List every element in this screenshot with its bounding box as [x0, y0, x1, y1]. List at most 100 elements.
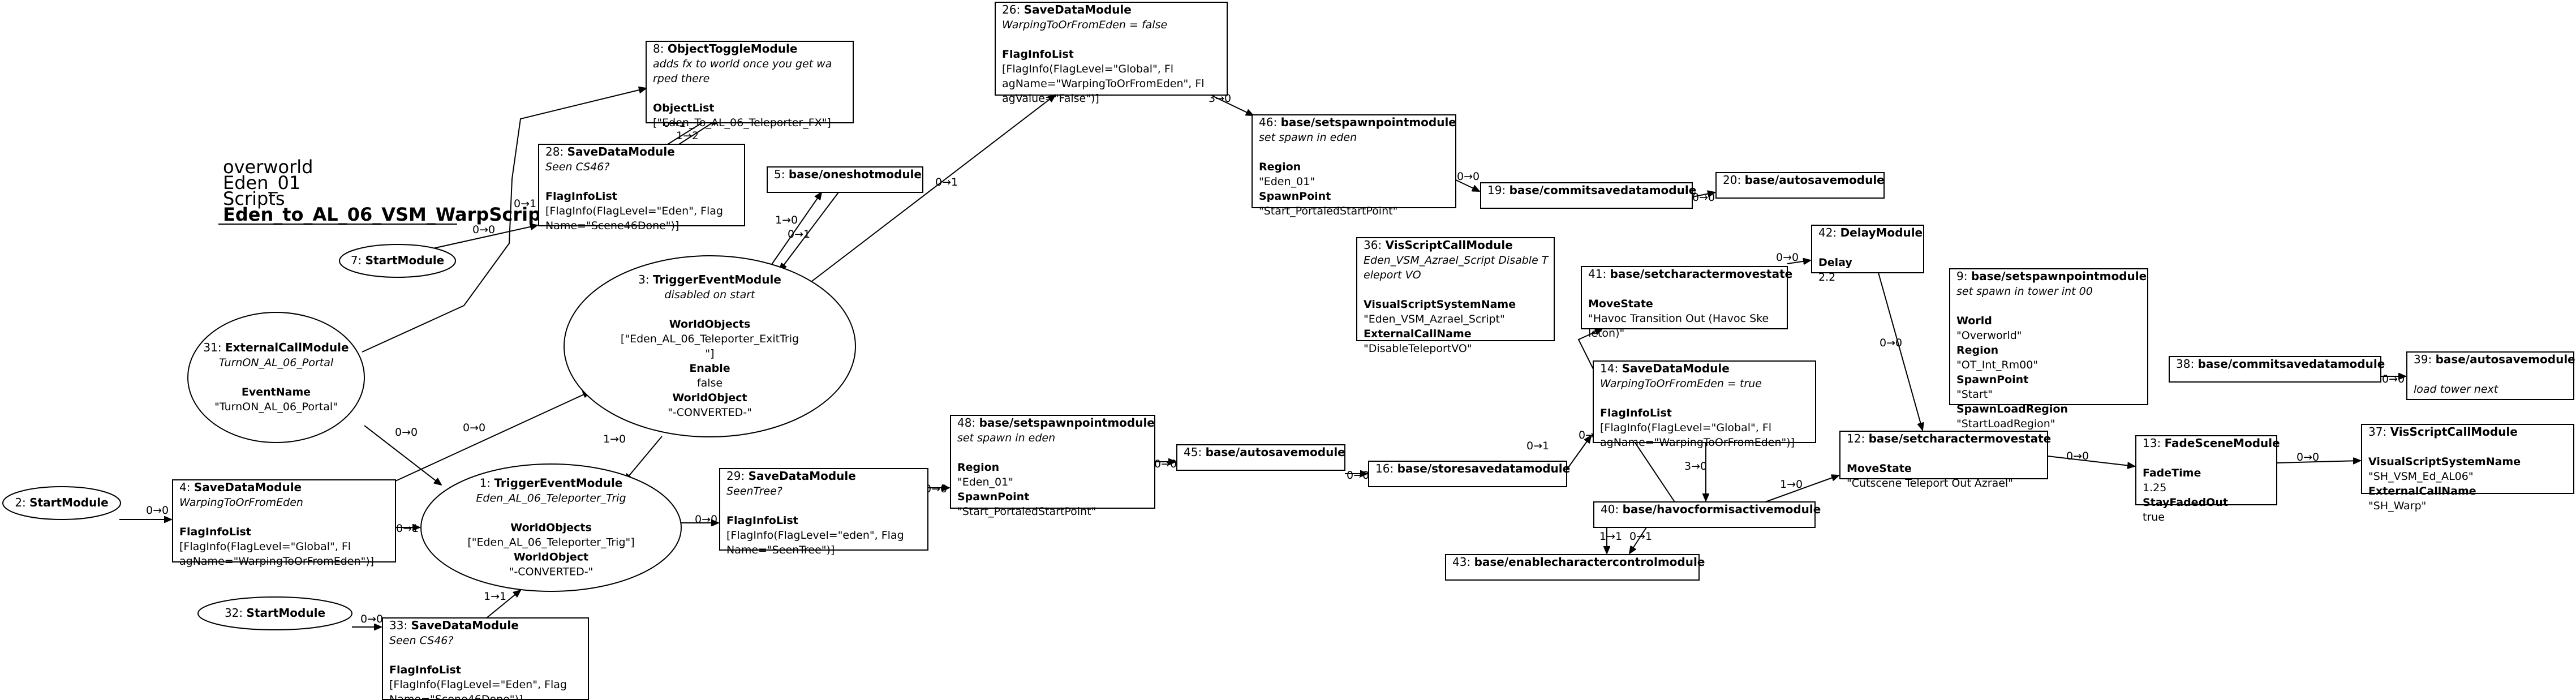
node-20[interactable]: 20: base/autosavemodule [1715, 172, 1885, 199]
node-41[interactable]: 41: base/setcharactermovestateMoveState … [1581, 266, 1792, 340]
node-19[interactable]: 19: base/commitsavedatamodule [1480, 182, 1696, 209]
node-box [2406, 351, 2574, 400]
edge-port-label: 0→0 [146, 504, 169, 517]
node-detail-line: agName="WarpingToOrFromEden")] [179, 555, 374, 568]
edge-n40-n43: 0→1 [1629, 527, 1652, 553]
header-line-overworld: overworld [223, 156, 313, 178]
node-number-separator: : [1615, 503, 1622, 516]
node-detail-line: true [2143, 511, 2165, 523]
edge-port-label: 0→0 [1880, 337, 1902, 349]
node-detail-line: FlagInfoList [726, 514, 798, 527]
node-31[interactable]: 31: ExternalCallModuleTurnON_AL_06_Porta… [187, 312, 365, 443]
node-detail-line: ObjectList [653, 102, 715, 114]
node-number: 42 [1818, 226, 1833, 239]
node-detail-line: "SH_Warp" [2368, 500, 2426, 512]
node-detail-line: FadeTime [2143, 467, 2201, 479]
node-12[interactable]: 12: base/setcharactermovestateMoveState … [1839, 431, 2052, 489]
edge-n42-n12: 0→0 [1878, 272, 1923, 430]
node-38[interactable]: 38: base/commitsavedatamodule [2169, 356, 2385, 383]
edge-port-label: 0→0 [1776, 251, 1799, 264]
node-number: 1 [480, 476, 487, 490]
node-detail-line: eleport VO [1364, 269, 1421, 281]
node-detail-line: SpawnPoint [1259, 190, 1331, 203]
node-heading: 41: base/setcharactermovestate [1588, 267, 1792, 281]
node-type-name: FadeSceneModule [2165, 436, 2280, 450]
node-number-separator: : [741, 469, 748, 483]
node-43[interactable]: 43: base/enablecharactercontrolmodule [1445, 554, 1705, 581]
node-type-name: base/oneshotmodule [789, 168, 922, 181]
node-detail-line: "SH_VSM_Ed_AL06" [2368, 470, 2474, 483]
node-type-name: base/storesavedatamodule [1397, 462, 1571, 475]
edge-port-label: 1→0 [603, 433, 626, 445]
node-detail-line: Name="Scene46Done")] [545, 220, 679, 232]
node-detail-line: MoveState [1588, 298, 1653, 310]
node-detail-line: FlagInfoList [1600, 407, 1672, 419]
node-45[interactable]: 45: base/autosavemodule [1176, 444, 1345, 471]
node-type-name: SaveDataModule [1622, 362, 1730, 375]
node-number-separator: : [1614, 362, 1622, 375]
node-heading: 40: base/havocformisactivemodule [1601, 503, 1821, 516]
node-detail-line: StayFadedOut [2143, 496, 2228, 509]
node-16[interactable]: 16: base/storesavedatamodule [1368, 461, 1571, 487]
node-1[interactable]: 1: TriggerEventModuleEden_AL_06_Teleport… [420, 463, 682, 592]
node-box [1593, 360, 1816, 443]
node-type-name: base/setcharactermovestate [1869, 432, 2052, 445]
edge-n2-n4: 0→0 [119, 504, 171, 519]
node-number-separator: : [1602, 267, 1610, 281]
node-box [767, 166, 923, 193]
edge-n41-n42: 0→0 [1776, 251, 1810, 264]
edge-port-label: 0→0 [472, 224, 495, 236]
node-detail-line: FlagInfoList [179, 526, 251, 538]
node-box [1811, 225, 1924, 273]
node-detail-line: [FlagInfo(FlagLevel="Eden", Flag [389, 678, 567, 691]
node-7[interactable]: 7: StartModule [339, 244, 456, 278]
node-heading: 20: base/autosavemodule [1723, 173, 1885, 187]
node-40[interactable]: 40: base/havocformisactivemodule [1593, 501, 1821, 528]
edge-port-label: 0→0 [2297, 451, 2319, 463]
edge-n3-n1: 1→0 [603, 433, 663, 481]
node-number: 12 [1847, 432, 1861, 445]
edge-n16-n14: 0→1 [1526, 436, 1591, 470]
node-number-separator: : [646, 273, 653, 286]
node-detail-line: WorldObject [514, 551, 588, 564]
node-number-separator: : [22, 496, 29, 509]
node-5[interactable]: 5: base/oneshotmodule [767, 166, 923, 193]
edge-connector [1787, 260, 1810, 264]
node-detail-line: WarpingToOrFromEden = true [1600, 377, 1762, 390]
node-number: 31 [203, 341, 217, 354]
node-detail-line: adds fx to world once you get wa [653, 58, 832, 70]
node-type-name: SaveDataModule [567, 145, 675, 158]
node-29[interactable]: 29: SaveDataModuleSeenTree?FlagInfoList … [719, 468, 928, 556]
node-detail-line: agValue="False")] [1002, 92, 1099, 105]
node-detail-line: World [1956, 315, 1992, 327]
node-box [1480, 182, 1693, 209]
node-37[interactable]: 37: VisScriptCallModuleVisualScriptSyste… [2361, 424, 2574, 512]
node-detail-line: FlagInfoList [1002, 48, 1074, 61]
node-2[interactable]: 2: StartModule [2, 486, 121, 520]
edge-port-label: 0→1 [396, 522, 419, 535]
node-box [1356, 237, 1555, 341]
node-detail-line: FlagInfoList [389, 664, 461, 676]
node-detail-line: set spawn in eden [957, 432, 1055, 444]
node-32[interactable]: 32: StartModule [197, 596, 352, 630]
node-box [172, 479, 396, 562]
node-number-separator: : [2383, 425, 2390, 439]
node-4[interactable]: 4: SaveDataModuleWarpingToOrFromEdenFlag… [172, 479, 396, 568]
node-detail-line: FlagInfoList [545, 190, 617, 203]
node-number: 43 [1452, 555, 1467, 569]
node-detail-line: "Eden_01" [957, 476, 1013, 488]
node-36[interactable]: 36: VisScriptCallModuleEden_VSM_Azrael_S… [1356, 237, 1555, 355]
node-number: 14 [1600, 362, 1614, 375]
